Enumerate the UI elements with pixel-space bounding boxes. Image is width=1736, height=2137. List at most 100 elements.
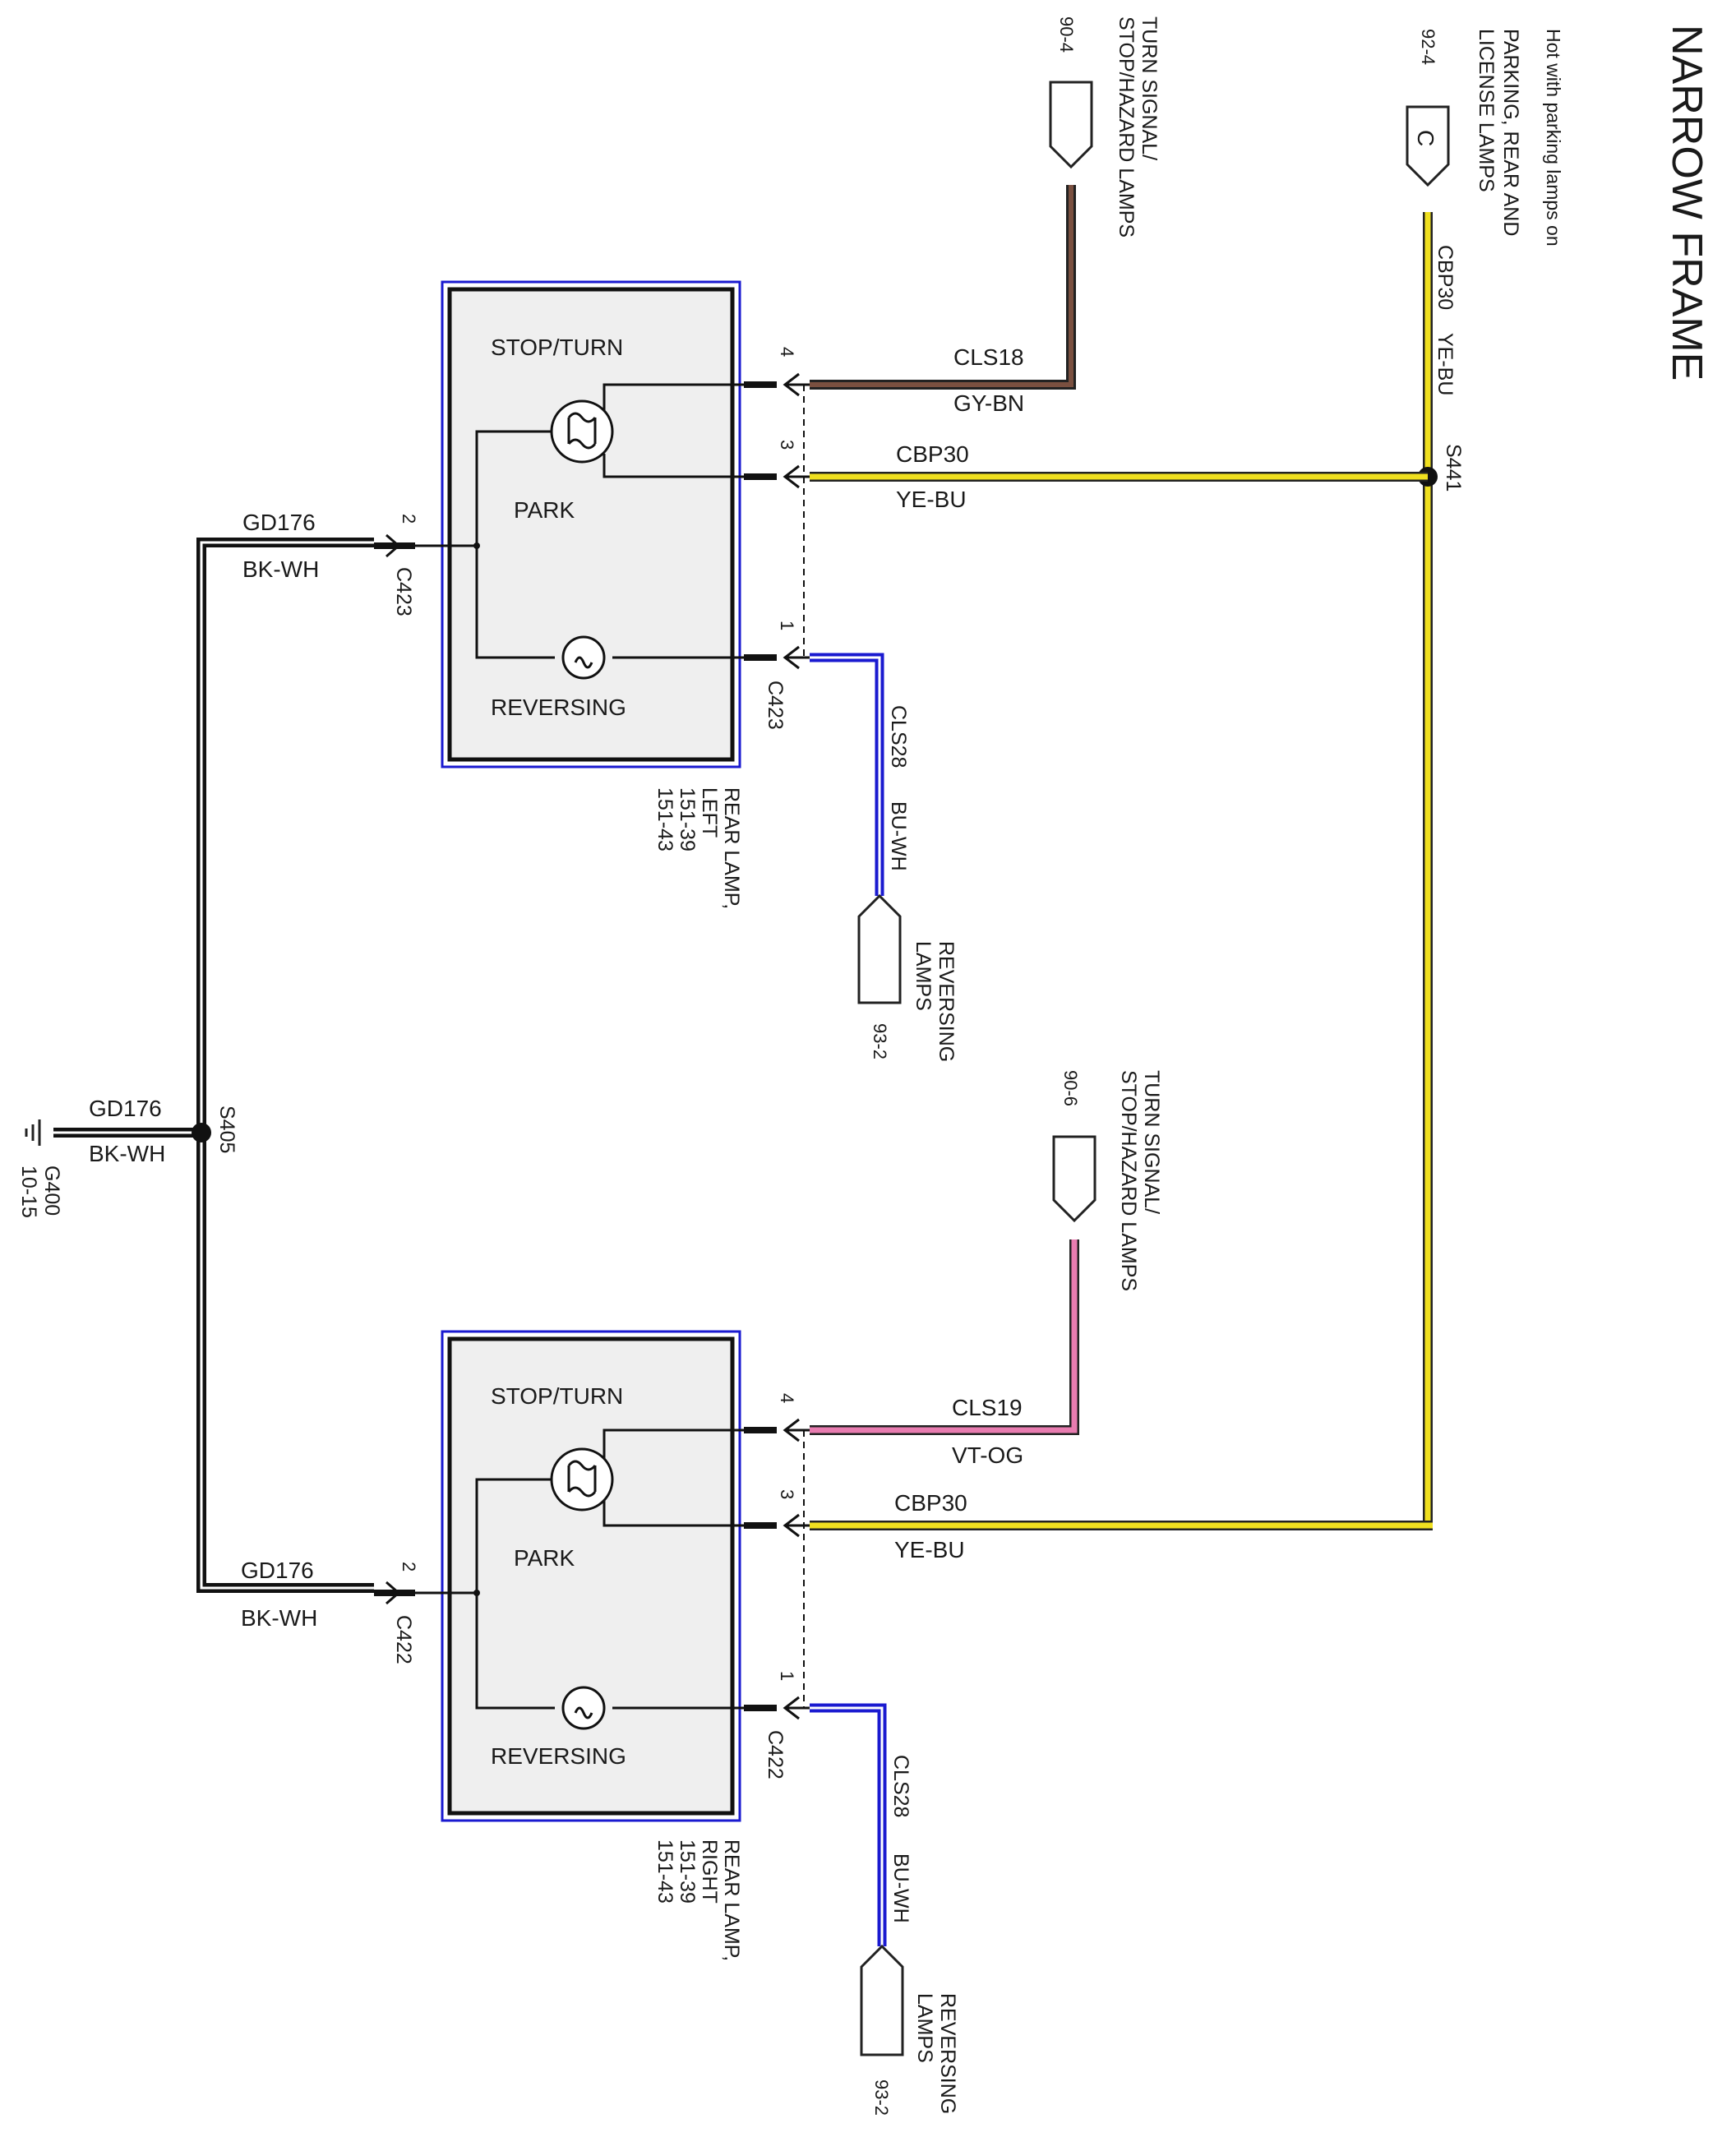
turn-left-line2: STOP/HAZARD LAMPS: [1115, 16, 1138, 238]
diagram-title: NARROW FRAME: [1663, 25, 1711, 381]
left-stop-turn-bulb-icon: [550, 399, 614, 464]
left-lamp-ref2: 151-43: [653, 787, 676, 852]
right-connector-pin2-side: C422: [392, 1615, 415, 1664]
left-pin3: 3: [777, 440, 797, 450]
left-connector-pin1-side: C423: [764, 681, 787, 730]
right-lamp-ref2: 151-43: [653, 1839, 676, 1904]
right-stop-turn-label: STOP/TURN: [491, 1383, 623, 1409]
left-pin4: 4: [777, 347, 797, 357]
right-reversing-label: REVERSING: [491, 1743, 626, 1769]
right-w4-color: VT-OG: [952, 1442, 1023, 1468]
ground-symbol: [25, 1119, 41, 1146]
source-connector-shape: [1406, 105, 1450, 187]
right-w1-circuit: CLS28: [889, 1755, 912, 1817]
right-reversing-bulb-icon: [561, 1686, 606, 1730]
cls19-wire: [810, 1239, 1079, 1435]
right-stop-turn-bulb-icon: [550, 1447, 614, 1512]
cls28-left-wire: [810, 653, 884, 896]
turn-left-ref: 90-4: [1056, 16, 1077, 53]
rev-left-line1: REVERSING: [935, 941, 958, 1062]
turn-left-line1: TURN SIGNAL/: [1138, 16, 1161, 160]
rev-right-ref: 93-2: [871, 2079, 892, 2116]
left-lamp-name1: REAR LAMP,: [720, 787, 743, 909]
gd176-ground-wires: [53, 538, 374, 1593]
rev-left-ref: 93-2: [870, 1023, 890, 1059]
source-circuit: CBP30: [1434, 245, 1457, 310]
left-w4-color: GY-BN: [953, 390, 1024, 416]
cls28-right-wire: [810, 1703, 887, 1946]
turn-right-line2: STOP/HAZARD LAMPS: [1117, 1070, 1140, 1291]
left-w1-circuit: CLS28: [887, 705, 910, 768]
rear-lamp-right-body: [447, 1336, 735, 1816]
rear-lamp-right-outline: [441, 1330, 741, 1822]
rev-right-connector-shape: [860, 1944, 904, 2056]
splice-s405-label: S405: [215, 1105, 238, 1153]
left-w1-color: BU-WH: [887, 801, 910, 871]
left-reversing-label: REVERSING: [491, 695, 626, 720]
splice-s405: [192, 1123, 211, 1142]
right-gnd-color: BK-WH: [241, 1605, 317, 1631]
left-gnd-color: BK-WH: [242, 556, 319, 582]
right-connector-pin1-side: C422: [764, 1730, 787, 1779]
right-pin4: 4: [777, 1393, 797, 1403]
reversing-lamps-dest-left: REVERSING LAMPS 93-2: [857, 893, 958, 1062]
source-connector-letter: C: [1413, 130, 1438, 146]
splice-s441-label: S441: [1442, 444, 1465, 492]
left-lamp-name2: LEFT: [698, 787, 721, 838]
rev-left-line2: LAMPS: [912, 941, 935, 1011]
turn-right-ref: 90-6: [1060, 1070, 1081, 1106]
right-gnd-circuit: GD176: [241, 1558, 314, 1583]
left-park-label: PARK: [514, 497, 575, 523]
left-reversing-bulb-icon: [561, 635, 606, 680]
left-internal-wire-3: [603, 454, 744, 478]
right-park-label: PARK: [514, 1545, 575, 1571]
right-lamp-name1: REAR LAMP,: [720, 1839, 743, 1961]
source-line2: LICENSE LAMPS: [1475, 29, 1498, 192]
source-wire-color: YE-BU: [1434, 333, 1457, 395]
left-w4-circuit: CLS18: [953, 344, 1024, 370]
left-pin1: 1: [777, 621, 797, 630]
left-w3-color: YE-BU: [896, 487, 967, 512]
turn-signal-source-right: TURN SIGNAL/ STOP/HAZARD LAMPS 90-6: [1052, 1070, 1163, 1291]
source-ref: 92-4: [1418, 29, 1438, 65]
rear-lamp-left: STOP/TURN PARK REVERSING: [242, 280, 1024, 909]
ground-circuit: GD176: [89, 1096, 162, 1121]
right-w3-circuit: CBP30: [894, 1490, 967, 1516]
left-pin2: 2: [399, 514, 419, 524]
right-w4-circuit: CLS19: [952, 1395, 1023, 1420]
ground-wire-color: BK-WH: [89, 1141, 165, 1166]
ground-ref: 10-15: [17, 1165, 40, 1218]
right-pin-stubs: [374, 1418, 810, 1720]
right-lamp-name2: RIGHT: [698, 1839, 721, 1904]
parking-lamps-source: PARKING, REAR AND LICENSE LAMPS 92-4 C C…: [1406, 29, 1522, 395]
right-pin2: 2: [399, 1562, 419, 1572]
left-lamp-ref1: 151-39: [676, 787, 699, 852]
turn-right-connector-shape: [1052, 1135, 1097, 1223]
rear-lamp-left-outline: [441, 280, 741, 768]
ground-name: G400: [40, 1165, 63, 1216]
right-pin1: 1: [777, 1671, 797, 1681]
turn-signal-source-left: TURN SIGNAL/ STOP/HAZARD LAMPS 90-4: [1049, 16, 1161, 238]
left-w3-circuit: CBP30: [896, 441, 969, 467]
right-w3-color: YE-BU: [894, 1537, 965, 1562]
source-line1: PARKING, REAR AND: [1499, 29, 1522, 236]
rev-right-line2: LAMPS: [913, 1993, 936, 2063]
hot-note: Hot with parking lamps on: [1543, 29, 1564, 247]
right-internal-wire-3: [603, 1500, 744, 1527]
turn-left-connector-shape: [1049, 81, 1093, 169]
left-pin-stubs: [374, 372, 810, 670]
right-pin3: 3: [777, 1489, 797, 1499]
turn-right-line1: TURN SIGNAL/: [1140, 1070, 1163, 1214]
right-w1-color: BU-WH: [889, 1853, 912, 1923]
cls18-wire: [810, 185, 1076, 390]
reversing-lamps-dest-right: REVERSING LAMPS 93-2: [860, 1944, 959, 2116]
right-internal-wire-4: [603, 1429, 744, 1467]
left-stop-turn-label: STOP/TURN: [491, 335, 623, 360]
rear-lamp-right: STOP/TURN PARK REVERSING: [241, 1330, 1023, 1961]
rev-left-connector-shape: [857, 893, 902, 1004]
rear-lamp-left-body: [447, 287, 735, 762]
rev-right-line1: REVERSING: [936, 1993, 959, 2114]
left-connector-pin2-side: C423: [392, 567, 415, 616]
left-gnd-circuit: GD176: [242, 510, 316, 535]
right-lamp-ref1: 151-39: [676, 1839, 699, 1904]
